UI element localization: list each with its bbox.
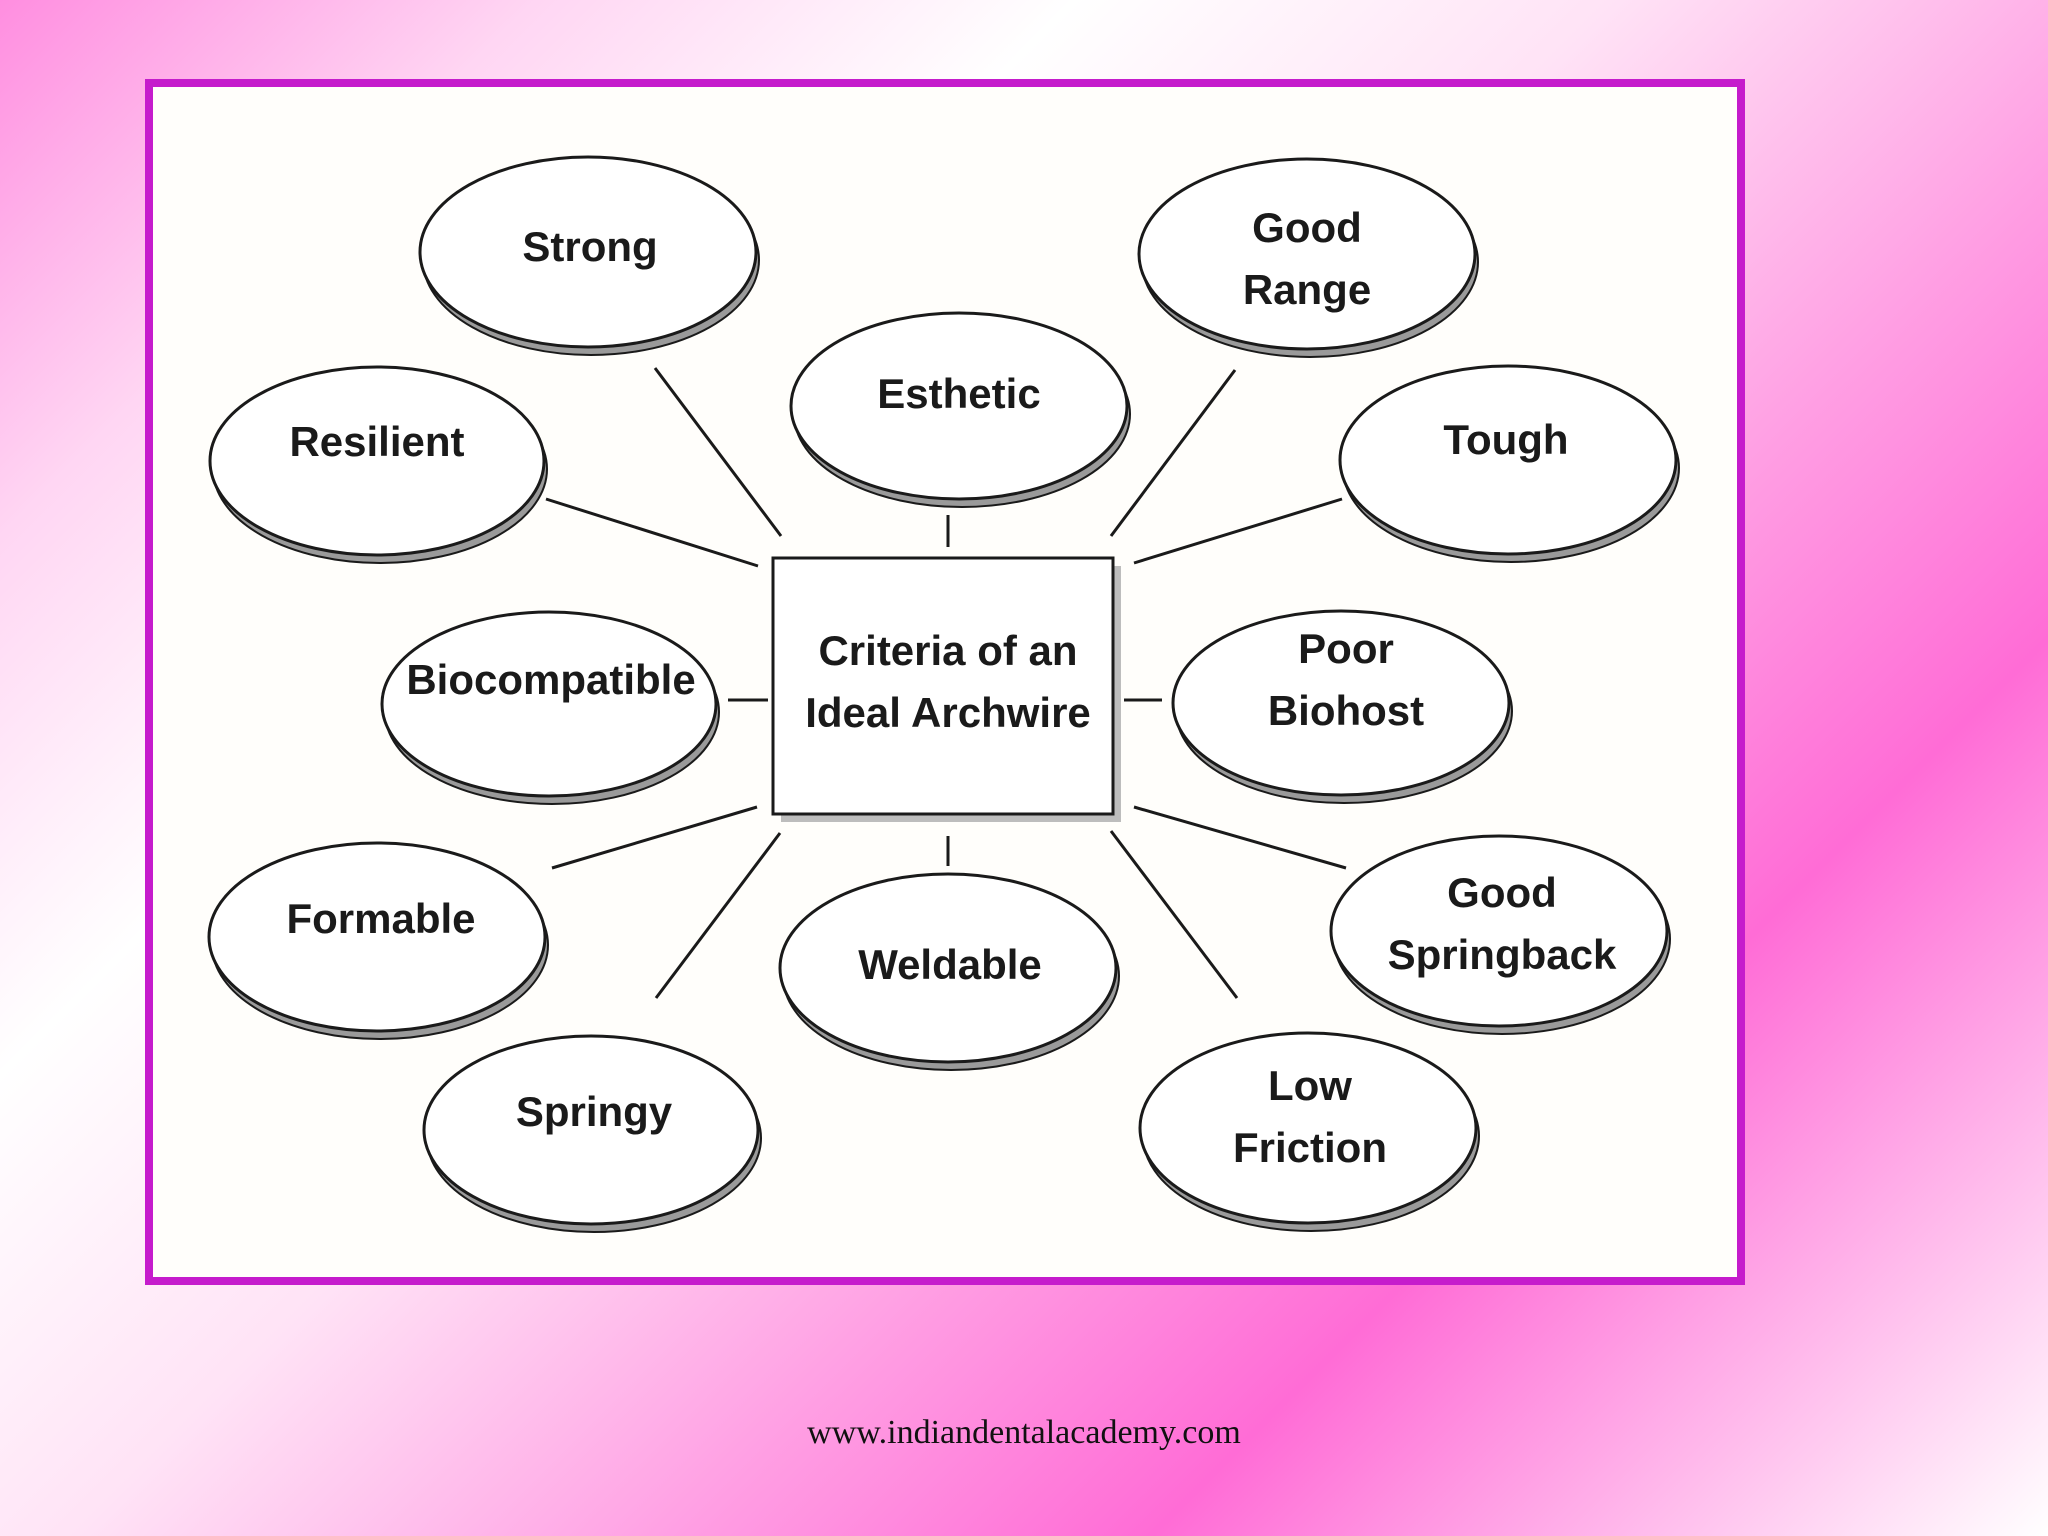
node-springy-label: Springy (516, 1088, 673, 1135)
node-good-range-label-line2: Range (1243, 266, 1371, 313)
node-good-range-ellipse (1137, 157, 1477, 351)
node-poor-biohost: Poor Biohost (1171, 609, 1513, 804)
node-good-springback-ellipse (1329, 834, 1669, 1028)
node-esthetic-label: Esthetic (877, 370, 1040, 417)
connector-low-friction (1109, 830, 1239, 999)
node-esthetic-ellipse (789, 311, 1129, 501)
node-low-friction-label-line1: Low (1268, 1062, 1352, 1109)
node-strong-ellipse (418, 155, 758, 349)
center-box-body (771, 556, 1115, 816)
node-formable-label: Formable (286, 895, 475, 942)
node-good-springback-label-line1: Good (1447, 869, 1557, 916)
connector-strong (653, 367, 783, 537)
node-good-springback-label-line2: Springback (1388, 931, 1617, 978)
node-formable: Formable (207, 841, 549, 1040)
node-weldable-label: Weldable (858, 941, 1042, 988)
connector-resilient (545, 497, 759, 568)
node-tough: Tough (1338, 364, 1680, 563)
node-strong-label: Strong (522, 223, 657, 270)
node-resilient-ellipse (208, 365, 546, 557)
connector-good-springback (1133, 805, 1347, 870)
node-esthetic: Esthetic (789, 311, 1131, 508)
node-strong: Strong (418, 155, 760, 356)
connector-formable (551, 805, 758, 870)
node-poor-biohost-label-line2: Biohost (1268, 687, 1424, 734)
center-title-line1: Criteria of an (818, 627, 1077, 674)
connector-lines (545, 367, 1347, 999)
node-biocompatible-ellipse (380, 610, 718, 798)
node-low-friction-label-line2: Friction (1233, 1124, 1387, 1171)
node-good-range: Good Range (1137, 157, 1479, 358)
node-resilient: Resilient (208, 365, 548, 564)
node-weldable: Weldable (778, 872, 1120, 1071)
node-poor-biohost-label-line1: Poor (1298, 625, 1394, 672)
connector-springy (654, 832, 782, 999)
node-low-friction: Low Friction (1138, 1031, 1480, 1232)
center-title-line2: Ideal Archwire (805, 689, 1091, 736)
node-low-friction-ellipse (1138, 1031, 1478, 1225)
footer-url: www.indiandentalacademy.com (807, 1414, 1241, 1451)
connector-tough (1133, 497, 1343, 565)
node-good-range-label-line1: Good (1252, 204, 1362, 251)
node-formable-ellipse (207, 841, 547, 1033)
node-tough-label: Tough (1443, 416, 1568, 463)
node-biocompatible: Biocompatible (380, 610, 720, 805)
connector-good-range (1109, 369, 1237, 537)
node-good-springback: Good Springback (1329, 834, 1671, 1035)
node-tough-ellipse (1338, 364, 1678, 556)
node-poor-biohost-ellipse (1171, 609, 1511, 797)
node-resilient-label: Resilient (289, 418, 464, 465)
node-weldable-ellipse (778, 872, 1118, 1064)
node-springy: Springy (422, 1034, 762, 1233)
node-springy-ellipse (422, 1034, 760, 1226)
node-biocompatible-label: Biocompatible (406, 656, 695, 703)
center-box: Criteria of an Ideal Archwire (771, 556, 1121, 822)
